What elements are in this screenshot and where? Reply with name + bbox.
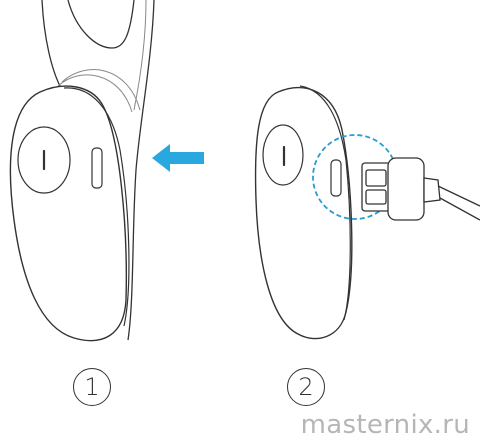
arm-mount-plate [57, 69, 141, 113]
headband-arm [41, 0, 155, 341]
battery-pod-attached [9, 85, 130, 342]
step-1-label: 1 [73, 368, 111, 406]
watermark: masternix.ru [300, 410, 470, 440]
attach-arrow-icon [152, 144, 204, 172]
battery-pod-charging [254, 85, 353, 340]
step-2-label: 2 [287, 368, 325, 406]
usb-cable-icon [361, 157, 480, 221]
